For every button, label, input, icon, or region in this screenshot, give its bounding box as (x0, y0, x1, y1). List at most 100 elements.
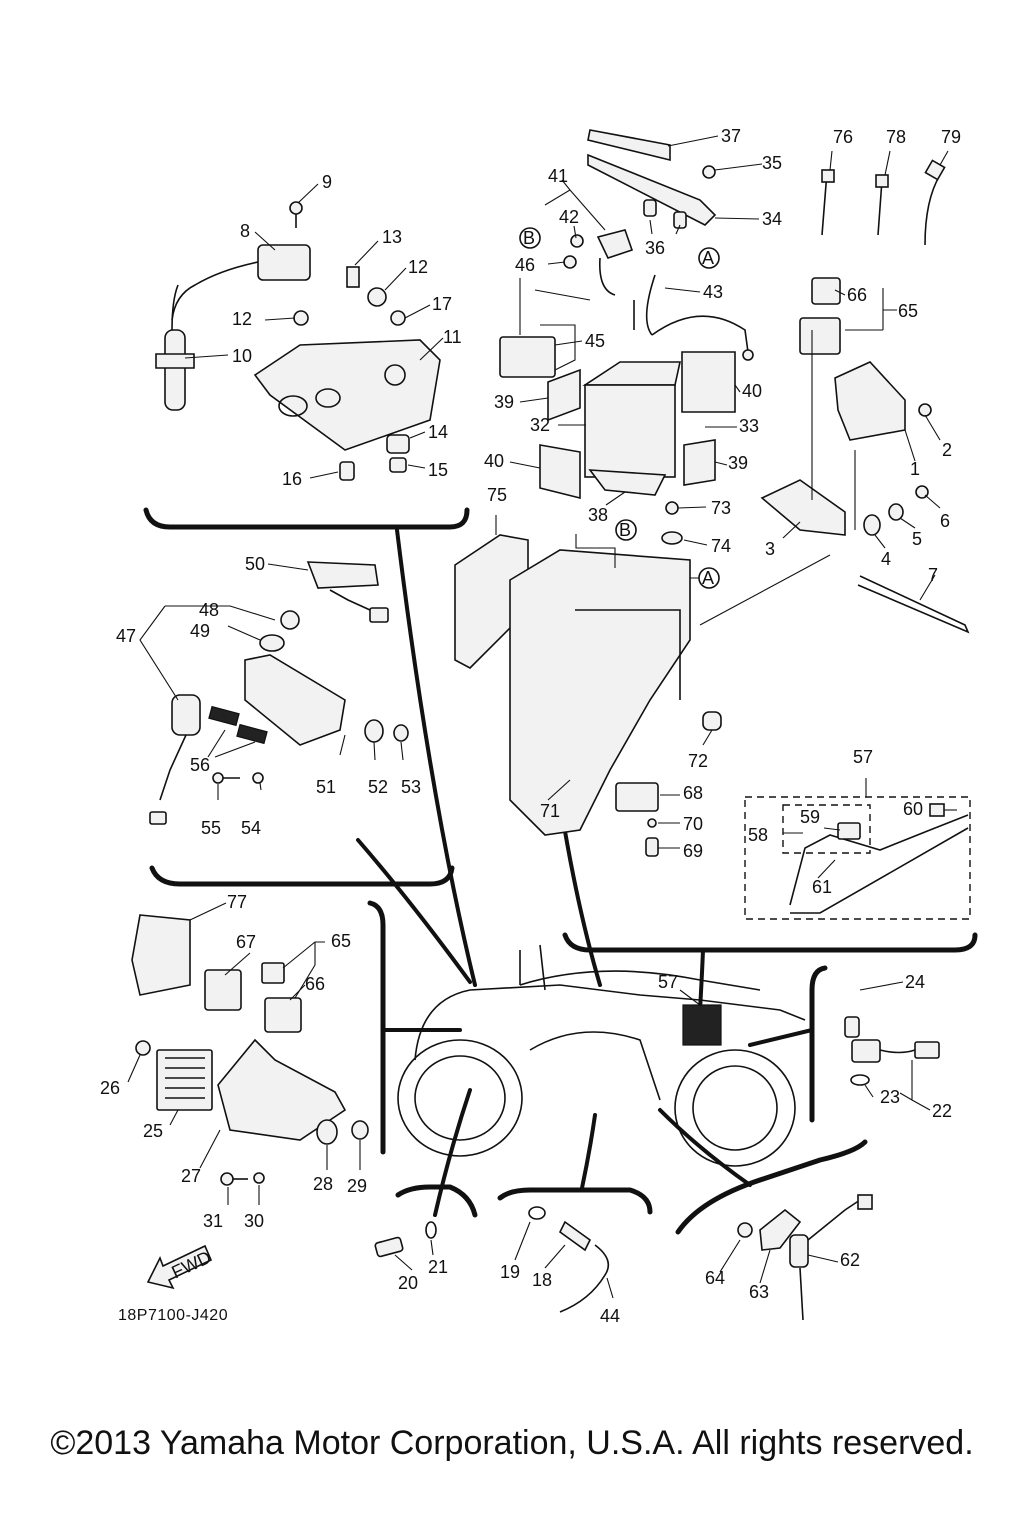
battery-group (454, 129, 754, 857)
ref-b-top: B (523, 228, 535, 248)
connector-60 (929, 803, 945, 817)
bolt-31 (220, 1172, 234, 1186)
damper-14 (386, 434, 410, 454)
label-65b: 65 (331, 931, 351, 951)
label-28: 28 (313, 1174, 333, 1194)
label-31: 31 (203, 1211, 223, 1231)
label-66a: 66 (847, 285, 867, 305)
lead-44 (559, 1244, 610, 1313)
label-50: 50 (245, 554, 265, 574)
screw-69 (645, 837, 659, 857)
bolt-35 (702, 165, 716, 179)
ref-a-box: A (702, 568, 714, 588)
damper-28 (316, 1119, 338, 1145)
label-34: 34 (762, 209, 782, 229)
washer-30 (253, 1172, 265, 1184)
label-3: 3 (765, 539, 775, 559)
label-69: 69 (683, 841, 703, 861)
wire-harness-group (744, 796, 971, 920)
cover-77 (131, 914, 191, 996)
label-29: 29 (347, 1176, 367, 1196)
label-2: 2 (942, 440, 952, 460)
label-39a: 39 (494, 392, 514, 412)
label-33: 33 (739, 416, 759, 436)
pad-39a (547, 368, 581, 422)
label-62: 62 (840, 1250, 860, 1270)
bracket-27 (217, 1038, 347, 1141)
label-46: 46 (515, 255, 535, 275)
label-12b: 12 (408, 257, 428, 277)
label-67: 67 (236, 932, 256, 952)
band-7 (857, 575, 970, 634)
clip-42 (570, 234, 584, 248)
label-41: 41 (548, 166, 568, 186)
label-24: 24 (905, 972, 925, 992)
label-18: 18 (532, 1270, 552, 1290)
bolt-64 (737, 1222, 753, 1238)
label-17: 17 (432, 294, 452, 314)
label-13: 13 (382, 227, 402, 247)
washer-70 (647, 818, 657, 828)
label-49: 49 (190, 621, 210, 641)
fwd-arrow-icon: FWD (146, 1244, 214, 1290)
gasket-19 (528, 1206, 546, 1220)
bolt-24 (844, 1016, 860, 1038)
ecu-1 (834, 361, 906, 441)
harness-57-location (682, 1004, 722, 1046)
label-23: 23 (880, 1087, 900, 1107)
battery-box-71 (509, 549, 691, 836)
label-59: 59 (800, 807, 820, 827)
label-51: 51 (316, 777, 336, 797)
band-78 (877, 179, 883, 236)
washer-54 (252, 772, 264, 784)
label-45: 45 (585, 331, 605, 351)
label-65a: 65 (898, 301, 918, 321)
damper-72 (702, 711, 722, 731)
atv-silhouette (397, 944, 806, 1167)
grommet-16 (339, 461, 355, 481)
label-22: 22 (932, 1101, 952, 1121)
switch-bracket-51 (244, 654, 346, 746)
starter-relay-45 (499, 336, 556, 378)
o-ring-23 (850, 1074, 870, 1086)
label-73: 73 (711, 498, 731, 518)
damper-52 (364, 719, 384, 743)
label-26: 26 (100, 1078, 120, 1098)
label-44: 44 (600, 1306, 620, 1326)
label-20: 20 (398, 1273, 418, 1293)
label-40a: 40 (484, 451, 504, 471)
relay-66 (811, 277, 841, 305)
label-74: 74 (711, 536, 731, 556)
switch-18 (558, 1220, 592, 1252)
wire-harness-box-57 (744, 796, 971, 920)
bracket-63 (759, 1208, 802, 1251)
label-27: 27 (181, 1166, 201, 1186)
label-19: 19 (500, 1262, 520, 1282)
collar-29 (351, 1120, 369, 1140)
label-1: 1 (910, 459, 920, 479)
ecu-bracket-3 (760, 479, 846, 536)
battery-pad-38 (588, 469, 667, 496)
pad-39b (683, 439, 716, 486)
part-labels: 1 2 3 4 5 6 7 8 9 10 11 12 12 13 14 15 1… (100, 126, 961, 1326)
nut-48 (280, 610, 300, 630)
sensor-62 (789, 1234, 809, 1268)
label-43: 43 (703, 282, 723, 302)
label-4: 4 (881, 549, 891, 569)
label-40b: 40 (742, 381, 762, 401)
washer-74 (661, 531, 683, 545)
label-42: 42 (559, 207, 579, 227)
label-61: 61 (812, 877, 832, 897)
ignition-coil-group (155, 201, 441, 481)
relay-66b (264, 997, 302, 1033)
sensor-20 (374, 1236, 404, 1258)
collar-15 (389, 457, 407, 473)
rectifier-group (131, 914, 369, 1186)
rectifier-regulator-25 (156, 1049, 213, 1111)
sensor-22 (851, 1039, 881, 1063)
bolt-2 (918, 403, 932, 417)
label-52: 52 (368, 777, 388, 797)
coil-lead-wire (171, 261, 259, 321)
pad-40a (539, 444, 581, 500)
label-21: 21 (428, 1257, 448, 1277)
